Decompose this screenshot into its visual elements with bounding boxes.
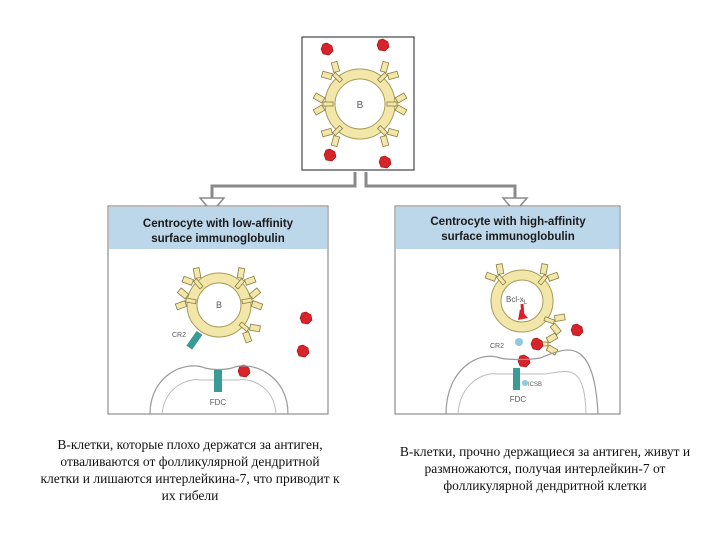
right-caption: В-клетки, прочно держащиеся за антиген, … <box>399 444 691 493</box>
right-b-cell <box>491 270 553 332</box>
right-panel: Centrocyte with high-affinity surface im… <box>394 205 621 415</box>
left-fdc-receptor <box>214 370 222 392</box>
right-header-line2: surface immunoglobulin <box>441 231 575 243</box>
top-cell-label: B <box>357 100 364 111</box>
left-fdc-label: FDC <box>210 398 227 407</box>
left-header-line1: Centrocyte with low-affinity <box>143 218 294 230</box>
right-fdc <box>445 349 599 415</box>
left-header <box>109 207 327 249</box>
left-receptor-label: CR2 <box>172 332 186 339</box>
left-header-line2: surface immunoglobulin <box>151 233 285 245</box>
right-cell-label: Bcl-xL <box>506 295 528 306</box>
right-fdc-label: FDC <box>510 395 527 404</box>
right-fdc-receptor <box>513 368 520 390</box>
top-cell-box: B <box>301 36 415 171</box>
left-fdc <box>149 365 289 415</box>
right-header-line1: Centrocyte with high-affinity <box>430 216 586 228</box>
branch-arrow <box>198 172 529 214</box>
left-cr2-receptor <box>186 330 203 350</box>
right-icos-label: ICSB <box>528 382 542 388</box>
left-b-cell <box>187 273 251 337</box>
right-receptor-label: CR2 <box>490 343 504 350</box>
right-cr2-receptor <box>515 338 523 346</box>
left-panel: Centrocyte with low-affinity surface imm… <box>107 205 329 415</box>
right-header <box>396 207 619 249</box>
left-caption: B-клетки, которые плохо держатся за анти… <box>40 437 340 503</box>
left-cell-label: B <box>216 300 222 310</box>
